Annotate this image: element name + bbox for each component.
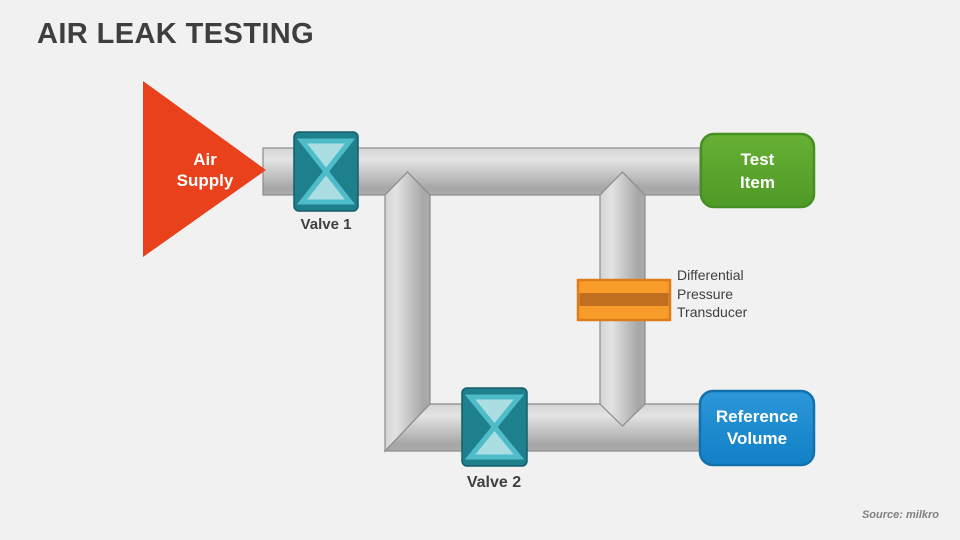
pipe-bottom (383, 403, 701, 452)
test-item-label: Test Item (740, 149, 775, 192)
page-title: AIR LEAK TESTING (37, 18, 315, 50)
valve2-icon (461, 387, 528, 467)
air-supply-label: Air Supply (176, 150, 234, 190)
air-supply-shape (143, 81, 266, 257)
transducer-label: Differential Pressure Transducer (677, 267, 748, 320)
pipe-left-vertical (384, 171, 431, 453)
transducer-icon (576, 278, 672, 322)
valve1-label: Valve 1 (300, 216, 352, 233)
reference-volume-box (698, 389, 816, 467)
reference-volume-label: Reference Volume (715, 407, 799, 448)
test-item-box (699, 132, 816, 209)
valve2-label: Valve 2 (466, 474, 522, 491)
source-credit: Source: milkro (861, 509, 939, 521)
valve1-icon (293, 131, 359, 212)
